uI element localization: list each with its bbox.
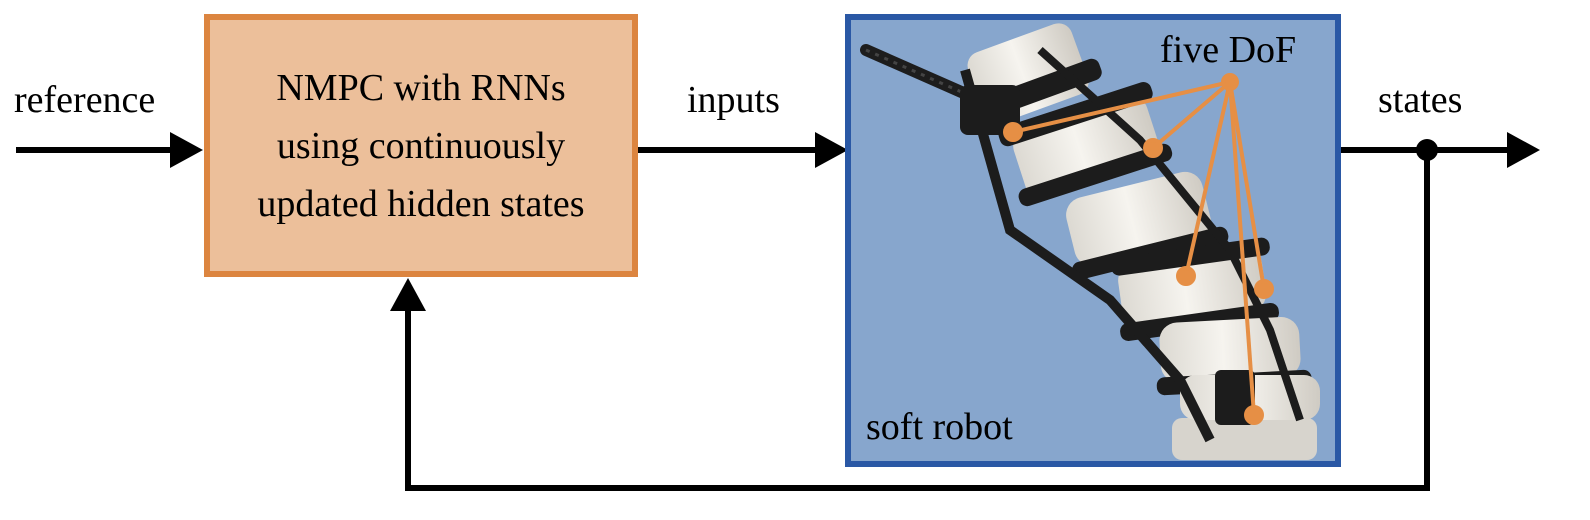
feedback-arrow [390,150,1430,491]
soft-robot-image [860,23,1320,460]
plant-label: soft robot [866,406,1013,448]
states-arrow [1341,132,1540,168]
controller-line-3: updated hidden states [257,182,585,225]
inputs-arrow [638,132,848,168]
states-label: states [1378,79,1463,121]
controller-line-2: using continuously [276,124,566,167]
dof-label: five DoF [1160,29,1297,71]
controller-label: NMPC with RNNs using continuously update… [207,17,635,274]
controller-block [204,14,638,277]
dof-annotation-lines [1003,73,1274,425]
inputs-label: inputs [687,79,780,121]
controller-line-1: NMPC with RNNs [276,66,566,109]
reference-label: reference [14,79,156,121]
reference-arrow [16,132,203,168]
